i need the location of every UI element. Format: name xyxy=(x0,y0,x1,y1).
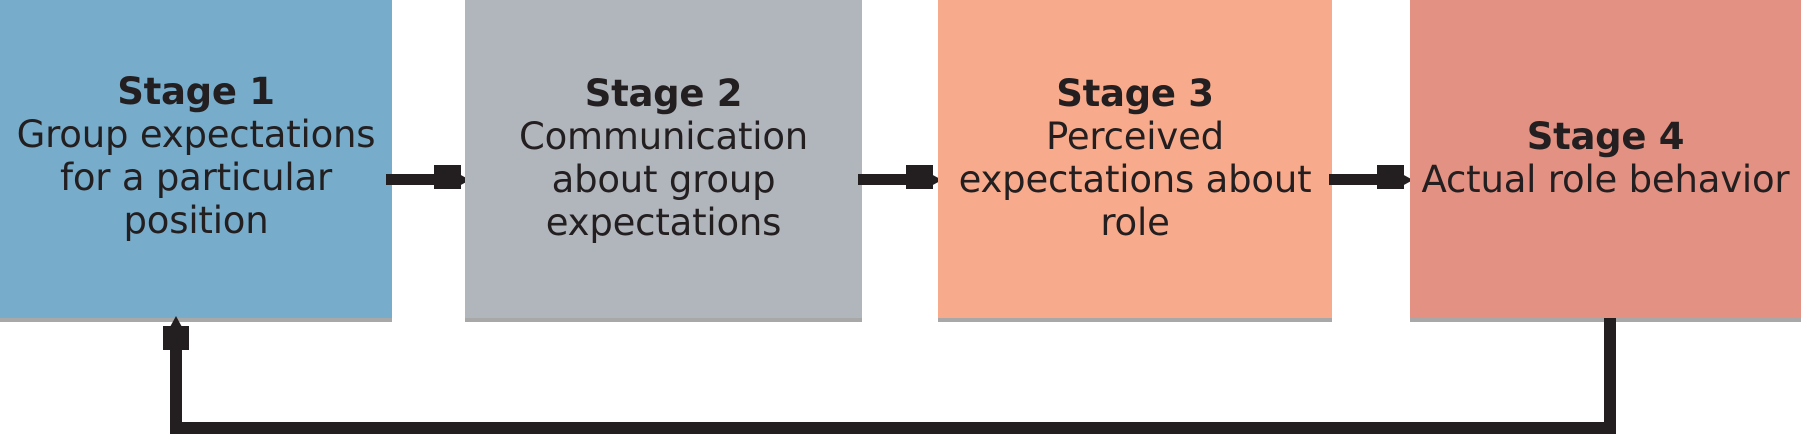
feedback-loop-block xyxy=(163,326,189,350)
stage-box-4[interactable]: Stage 4 Actual role behavior xyxy=(1410,0,1801,322)
stage-4-title: Stage 4 xyxy=(1526,115,1685,159)
connector-shaft xyxy=(858,174,914,185)
stage-4-description: Actual role behavior xyxy=(1421,158,1790,201)
stage-3-title: Stage 3 xyxy=(1056,72,1214,116)
stage-box-3[interactable]: Stage 3 Perceived expectations about rol… xyxy=(938,0,1332,322)
stage-box-1[interactable]: Stage 1 Group expectations for a particu… xyxy=(0,0,392,322)
connector-stage1-to-stage2-arrow-icon xyxy=(386,165,470,189)
connector-stage3-to-stage4-arrow-icon xyxy=(1329,165,1414,189)
stage-3-description: Perceived expectations about role xyxy=(958,115,1312,244)
connector-shaft xyxy=(1329,174,1385,185)
stage-1-title: Stage 1 xyxy=(117,70,275,114)
feedback-loop-right-segment xyxy=(1604,318,1616,426)
stage-2-description: Communication about group expectations xyxy=(518,115,809,244)
connector-block xyxy=(1377,165,1404,189)
stage-1-description: Group expectations for a particular posi… xyxy=(16,113,376,242)
connector-block xyxy=(906,165,933,189)
stage-2-title: Stage 2 xyxy=(584,72,743,116)
connector-arrowhead-icon xyxy=(1402,174,1413,186)
connector-arrowhead-icon xyxy=(931,174,942,186)
connector-stage2-to-stage3-arrow-icon xyxy=(858,165,942,189)
stage-box-2[interactable]: Stage 2 Communication about group expect… xyxy=(465,0,862,322)
connector-shaft xyxy=(386,174,442,185)
feedback-loop-left-segment xyxy=(170,340,182,426)
connector-block xyxy=(434,165,461,189)
feedback-loop-bottom-segment xyxy=(170,422,1616,434)
connector-arrowhead-icon xyxy=(459,174,470,186)
